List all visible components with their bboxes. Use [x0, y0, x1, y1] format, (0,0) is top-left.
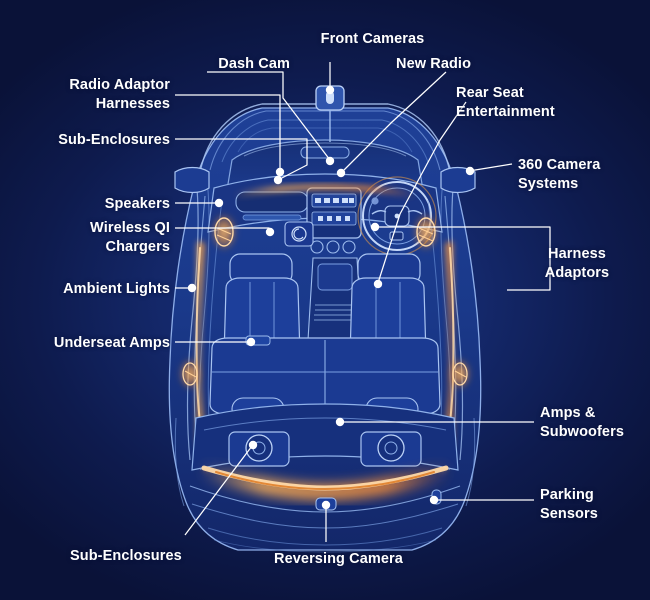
speaker-rear-left [179, 358, 201, 390]
label-parking-sensors[interactable]: Parking Sensors [540, 487, 598, 522]
boot-ambient-glow [192, 462, 458, 501]
leader-new-radio [341, 71, 447, 173]
dash-ambient-strip [233, 184, 417, 199]
roof-arc-inner [209, 110, 441, 171]
mirror-right-360-camera [440, 166, 476, 194]
label-reversing-camera[interactable]: Reversing Camera [274, 551, 403, 567]
leader-rear-seat-ent [377, 101, 467, 284]
dash-side-control [371, 197, 379, 205]
label-sub-enclosures-bottom[interactable]: Sub-Enclosures [70, 548, 182, 564]
dot-reversing-camera[interactable] [321, 500, 331, 510]
label-speakers[interactable]: Speakers [104, 196, 170, 212]
climate-control-knobs [310, 240, 356, 254]
dot-dash-cam[interactable] [325, 156, 335, 166]
dot-ambient-lights[interactable] [187, 283, 197, 293]
label-sub-enclosures-top[interactable]: Sub-Enclosures [58, 132, 170, 148]
leader-radio-adaptor [175, 94, 281, 172]
quarter-panel-right [465, 417, 476, 507]
dot-parking-sensors[interactable] [429, 495, 439, 505]
label-camera-360[interactable]: 360 Camera Systems [518, 157, 601, 192]
quarter-panel-left [174, 417, 185, 507]
leader-camera-360 [468, 163, 513, 172]
speaker-front-right [413, 213, 439, 251]
mirror-left-360-camera [174, 166, 210, 194]
head-unit-radio [306, 187, 362, 239]
label-rear-seat-ent[interactable]: Rear Seat Entertainment [456, 85, 555, 120]
leader-lines-group [175, 62, 551, 542]
label-amps-subwoofers[interactable]: Amps & Subwoofers [540, 405, 624, 440]
label-wireless-qi[interactable]: Wireless QI Chargers [90, 220, 170, 255]
hotspot-dots-group [187, 85, 475, 510]
dot-sub-enclosures-bottom[interactable] [248, 440, 258, 450]
dot-front-cameras[interactable] [325, 85, 335, 95]
rear-bumper-line-3 [207, 527, 443, 546]
speaker-rear-right [449, 358, 471, 390]
dot-radio-adaptor[interactable] [275, 167, 285, 177]
label-underseat-amps[interactable]: Underseat Amps [53, 335, 170, 351]
boot-lip [203, 417, 447, 431]
speaker-front-left [211, 213, 237, 251]
leader-dash-cam [207, 71, 331, 161]
boot-ambient-bar-inner [215, 471, 435, 491]
rear-bumper-line-2 [191, 503, 459, 529]
car-body-group [168, 85, 482, 553]
sub-enclosure-right [360, 431, 422, 467]
wireless-qi-charger-pad [284, 221, 314, 247]
gear-shifter [317, 263, 353, 291]
rear-bumper-line-1 [189, 485, 461, 513]
dot-camera-360[interactable] [465, 166, 475, 176]
dash-cam-device [315, 85, 345, 142]
dot-rear-seat-ent[interactable] [373, 279, 383, 289]
label-front-cameras[interactable]: Front Cameras [320, 31, 425, 47]
label-new-radio[interactable]: New Radio [396, 56, 472, 72]
roof-arc-third [221, 119, 429, 163]
leader-harness-adaptors [375, 226, 551, 291]
label-ambient-lights[interactable]: Ambient Lights [63, 281, 170, 297]
dot-harness-adaptors[interactable] [370, 222, 380, 232]
dot-wireless-qi[interactable] [265, 227, 275, 237]
roof-arc-fourth [237, 127, 413, 153]
label-harness-adaptors[interactable]: Harness Adaptors [544, 246, 610, 281]
sub-enclosure-left [228, 431, 290, 467]
dot-speakers[interactable] [214, 198, 224, 208]
dot-sub-enclosures-top[interactable] [273, 175, 283, 185]
label-dash-cam[interactable]: Dash Cam [218, 56, 290, 72]
dot-new-radio[interactable] [336, 168, 346, 178]
rear-valance [213, 539, 437, 553]
windscreen-highlight [243, 142, 407, 157]
dot-underseat-amps[interactable] [246, 337, 256, 347]
leader-sub-enclosures-top [175, 138, 308, 181]
leader-sub-enclosures-bottom [184, 445, 253, 536]
dash-left-vent [242, 214, 302, 221]
dot-amps-subwoofers[interactable] [335, 417, 345, 427]
label-radio-adaptor[interactable]: Radio Adaptor Harnesses [69, 77, 170, 112]
